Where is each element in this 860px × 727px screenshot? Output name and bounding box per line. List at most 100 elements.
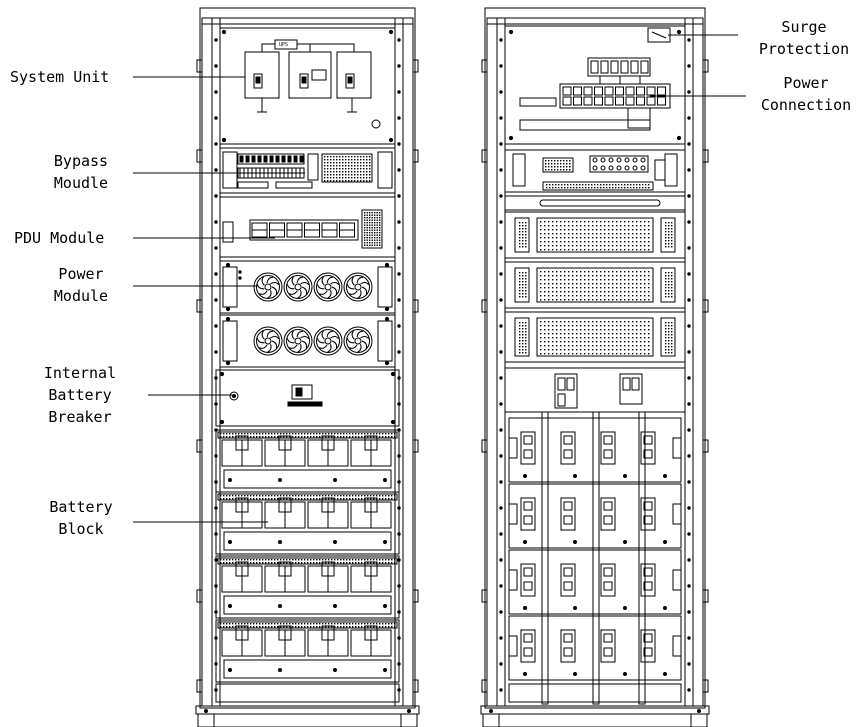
vent-hole: [525, 240, 527, 242]
vent-hole: [360, 159, 362, 161]
vent-hole: [271, 433, 273, 435]
vent-hole: [366, 168, 368, 170]
vent-hole: [519, 349, 521, 351]
tray-side-clip: [672, 635, 682, 657]
vent-hole: [555, 184, 557, 186]
vent-hole: [552, 325, 554, 327]
vent-hole: [636, 329, 638, 331]
plinth-screw: [489, 709, 493, 713]
vent-hole: [616, 329, 618, 331]
vent-hole: [232, 626, 234, 628]
battery-post: [643, 633, 653, 643]
tray-screw: [228, 604, 232, 608]
vent-hole: [636, 321, 638, 323]
vent-hole: [522, 293, 524, 295]
vent-hole: [274, 559, 276, 561]
vent-hole: [569, 169, 571, 171]
vent-hole: [376, 212, 378, 214]
vent-hole: [640, 287, 642, 289]
fan-blade: [330, 336, 340, 340]
vent-hole: [331, 436, 333, 438]
vent-hole: [604, 321, 606, 323]
vent-hole: [371, 214, 373, 216]
rail-screw: [499, 220, 503, 224]
vent-hole: [548, 337, 550, 339]
rear-breaker-area: [504, 367, 686, 413]
vent-hole: [576, 299, 578, 301]
vent-hole: [250, 559, 252, 561]
terminal-hole: [616, 157, 622, 163]
vent-hole: [572, 345, 574, 347]
vent-hole: [564, 225, 566, 227]
vent-hole: [265, 559, 267, 561]
battery-tray-lip: [217, 621, 398, 629]
vent-hole: [388, 626, 390, 628]
vent-hole: [584, 249, 586, 251]
vent-hole: [592, 349, 594, 351]
vent-hole: [665, 243, 667, 245]
vent-hole: [600, 353, 602, 355]
vent-hole: [592, 353, 594, 355]
vent-hole: [612, 187, 614, 189]
vent-hole: [620, 245, 622, 247]
vent-hole: [671, 325, 673, 327]
vent-hole: [376, 232, 378, 234]
vent-hole: [596, 279, 598, 281]
vent-hole: [366, 162, 368, 164]
fan-blade: [316, 284, 325, 290]
vent-hole: [604, 345, 606, 347]
vent-hole: [584, 345, 586, 347]
rail-screw: [687, 558, 691, 562]
vent-hole: [310, 433, 312, 435]
vent-hole: [665, 284, 667, 286]
label-system-unit: System Unit: [10, 66, 109, 88]
vent-hole: [525, 234, 527, 236]
vent-hole: [572, 287, 574, 289]
vent-hole: [244, 436, 246, 438]
vent-hole: [522, 278, 524, 280]
rear-breaker-group: [554, 373, 578, 409]
vent-hole: [624, 333, 626, 335]
bypass-slot: [275, 181, 313, 189]
vent-hole: [519, 237, 521, 239]
vent-hole: [552, 221, 554, 223]
tray-screw: [523, 672, 527, 676]
vent-hole: [519, 278, 521, 280]
tray-screw: [333, 604, 337, 608]
vent-hole: [592, 275, 594, 277]
vent-hole: [232, 498, 234, 500]
vent-hole: [612, 283, 614, 285]
vent-hole: [348, 168, 350, 170]
vent-hole: [322, 559, 324, 561]
vent-hole: [307, 626, 309, 628]
power-module-panel: [219, 260, 396, 314]
vent-hole: [522, 343, 524, 345]
fan-hub: [294, 283, 302, 291]
vent-hole: [292, 623, 294, 625]
vent-hole: [665, 322, 667, 324]
terminal: [281, 155, 286, 163]
battery-terminal-block: [560, 497, 576, 531]
side-hinge: [412, 149, 419, 163]
vent-hole: [342, 168, 344, 170]
vent-hole: [274, 498, 276, 500]
vent-hole: [324, 174, 326, 176]
fan-blade: [326, 330, 334, 338]
vent-hole: [238, 436, 240, 438]
vent-hole: [394, 436, 396, 438]
fan-blade: [357, 343, 362, 353]
vent-hole: [600, 279, 602, 281]
rail-screw: [687, 272, 691, 276]
vent-hole: [616, 325, 618, 327]
plinth-screw: [697, 709, 701, 713]
vent-hole: [665, 240, 667, 242]
vent-hole: [352, 623, 354, 625]
fan-ring: [253, 326, 283, 356]
vent-hole: [346, 433, 348, 435]
vent-hole: [588, 353, 590, 355]
vent-hole: [525, 225, 527, 227]
vent-hole: [612, 321, 614, 323]
fan-blade: [289, 344, 298, 349]
breaker-knob-center: [232, 394, 236, 398]
vent-hole: [343, 495, 345, 497]
